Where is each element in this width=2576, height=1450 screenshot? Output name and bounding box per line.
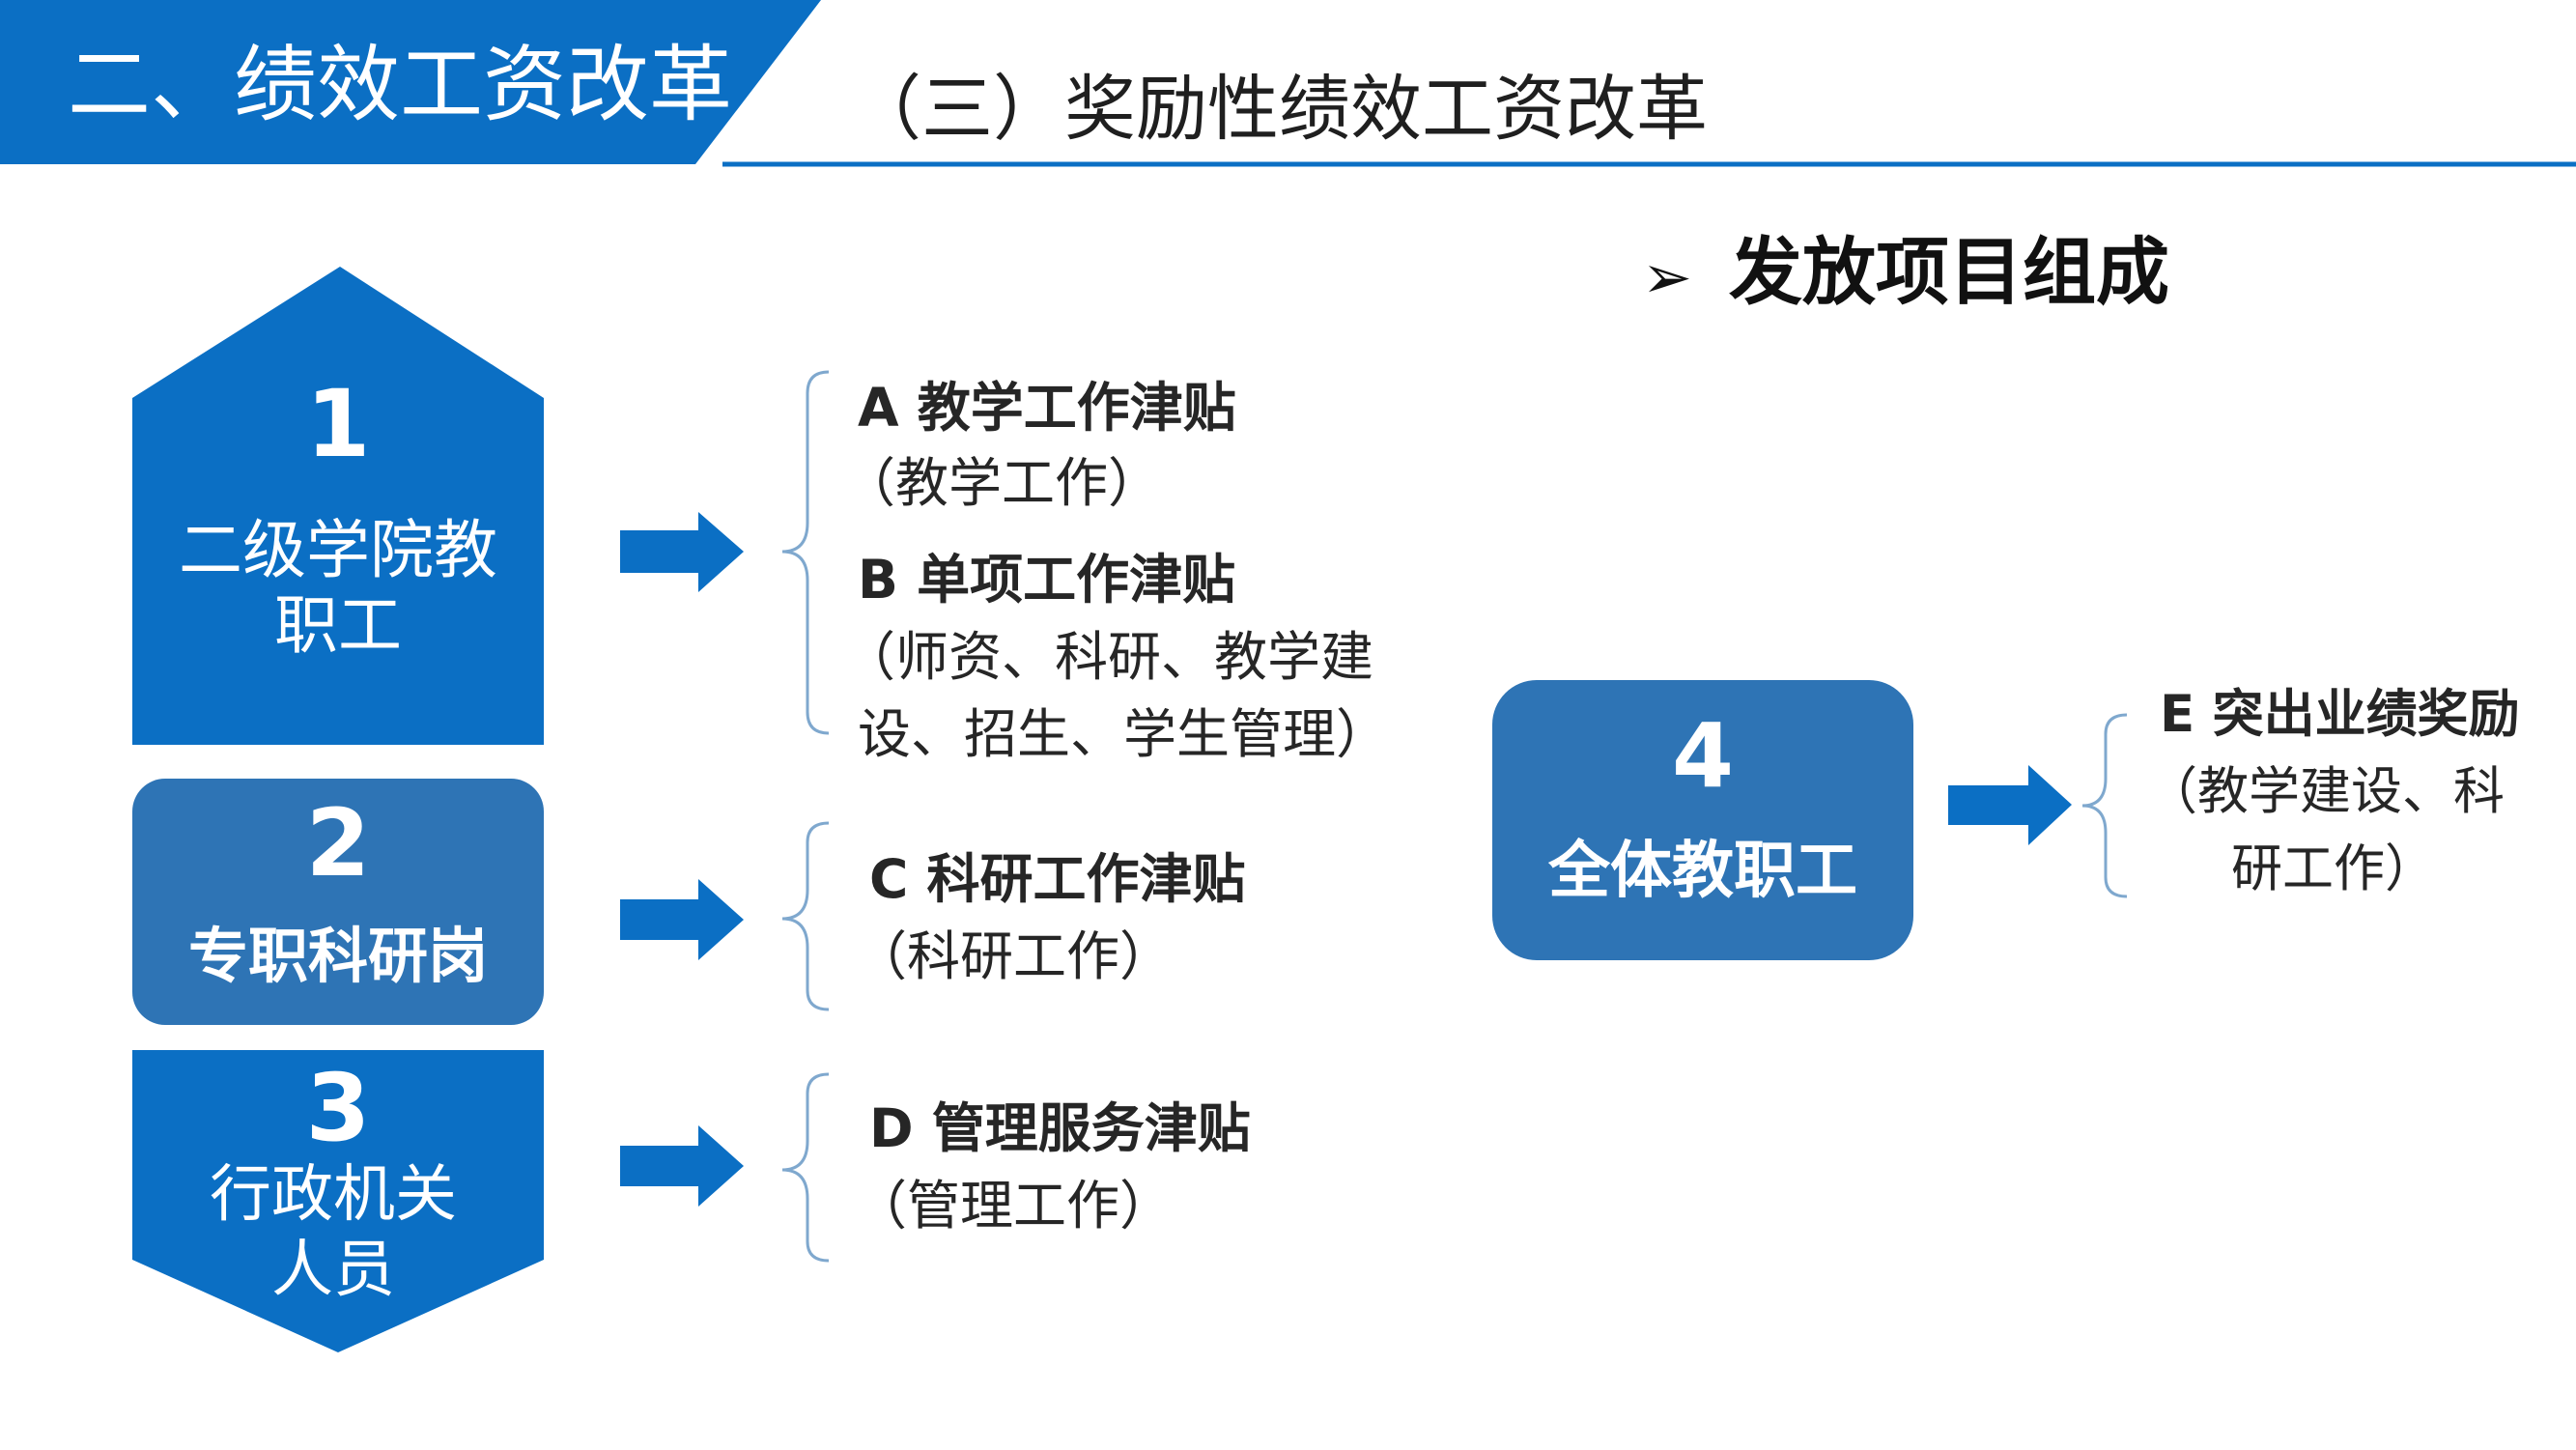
bracket-c bbox=[781, 821, 830, 1011]
group-3-label-line2: 人员 bbox=[271, 1235, 395, 1306]
header-banner bbox=[0, 0, 821, 164]
group-4-label: 全体教职工 bbox=[1548, 836, 1857, 907]
group-3-number: 3 bbox=[305, 1054, 371, 1162]
group-4-shape bbox=[1492, 680, 1913, 960]
item-c-desc: （科研工作） bbox=[854, 925, 1174, 987]
group-1-shape bbox=[132, 267, 544, 745]
group-1-number: 1 bbox=[305, 370, 371, 478]
page-subtitle: （三）奖励性绩效工资改革 bbox=[850, 68, 1708, 151]
item-b-desc-line2: 设、招生、学生管理） bbox=[858, 703, 1390, 765]
item-b-desc-line1: （师资、科研、教学建 bbox=[842, 626, 1374, 688]
item-b-title: B 单项工作津贴 bbox=[858, 549, 1236, 611]
group-4-number: 4 bbox=[1671, 704, 1734, 808]
item-e-desc-line1: （教学建设、科 bbox=[2146, 762, 2505, 821]
arrow-3-icon bbox=[620, 1125, 744, 1207]
item-c-title: C 科研工作津贴 bbox=[869, 848, 1246, 910]
group-1-label-line1: 二级学院教 bbox=[179, 513, 497, 587]
group-2-shape bbox=[132, 779, 544, 1025]
bracket-e bbox=[2081, 713, 2128, 898]
item-d-title: D 管理服务津贴 bbox=[869, 1097, 1251, 1159]
arrow-4-icon bbox=[1948, 765, 2072, 845]
item-e-desc-line2: 研工作） bbox=[2231, 839, 2436, 898]
item-a-title: A 教学工作津贴 bbox=[858, 377, 1236, 439]
group-2-number: 2 bbox=[305, 789, 371, 897]
arrow-1-icon bbox=[620, 512, 744, 592]
section-heading: ➢ 发放项目组成 bbox=[1642, 214, 2169, 330]
group-2-label: 专职科研岗 bbox=[187, 921, 488, 991]
section-heading-text: 发放项目组成 bbox=[1728, 229, 2169, 315]
item-a-desc: （教学工作） bbox=[842, 452, 1162, 514]
banner-title: 二、绩效工资改革 bbox=[68, 37, 732, 133]
item-e-title: E 突出业绩奖励 bbox=[2160, 685, 2520, 744]
arrow-2-icon bbox=[620, 879, 744, 960]
group-3-label-line1: 行政机关 bbox=[210, 1159, 457, 1231]
bracket-d bbox=[781, 1072, 830, 1263]
group-1-label-line2: 职工 bbox=[274, 588, 402, 663]
item-d-desc: （管理工作） bbox=[854, 1175, 1174, 1237]
group-3-shape bbox=[132, 1050, 544, 1352]
arrow-bullet-icon: ➢ bbox=[1642, 242, 1692, 312]
bracket-ab bbox=[781, 370, 830, 735]
